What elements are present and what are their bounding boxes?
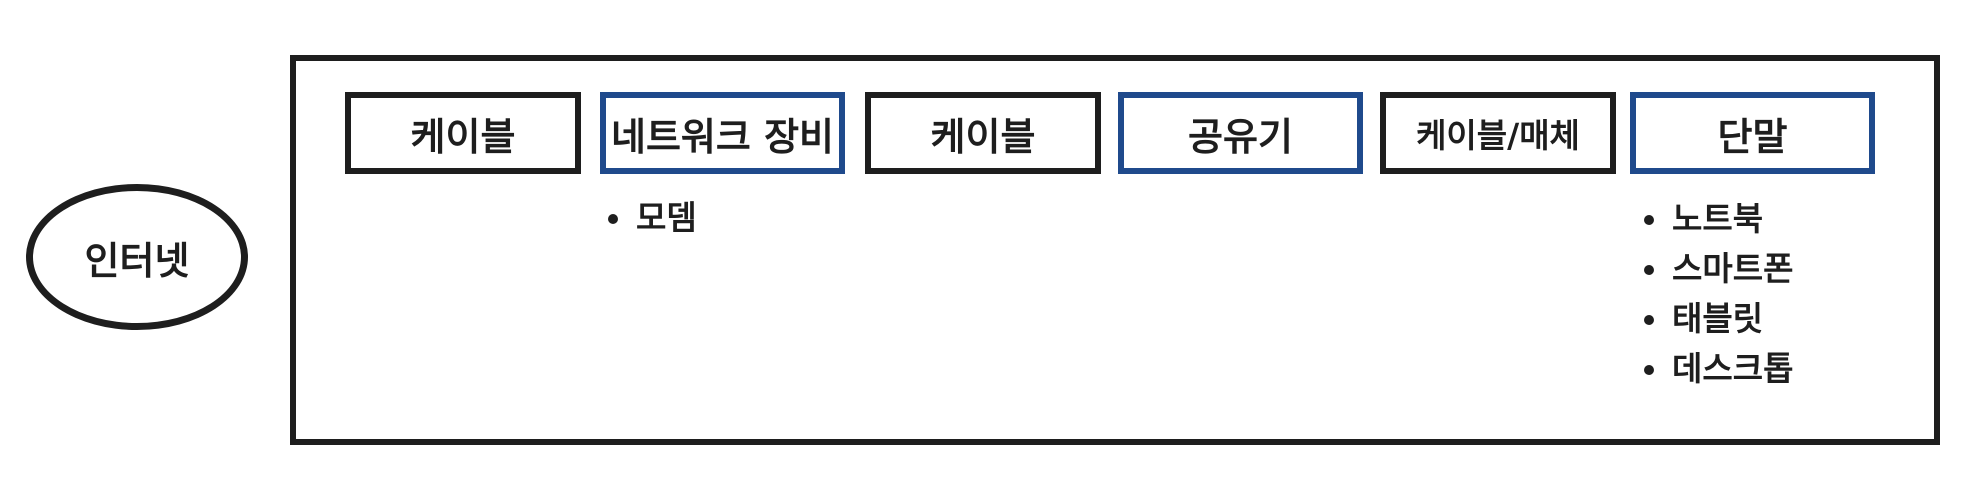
node-label: 케이블 bbox=[930, 114, 1036, 159]
node-label: 케이블/매체 bbox=[1416, 116, 1580, 155]
network-path-container bbox=[290, 55, 1940, 445]
node-cable-2: 케이블 bbox=[865, 92, 1101, 174]
node-router: 공유기 bbox=[1118, 92, 1363, 174]
node-network-equipment: 네트워크 장비 bbox=[600, 92, 845, 174]
node-label: 공유기 bbox=[1188, 114, 1293, 159]
node-label: 네트워크 장비 bbox=[611, 114, 834, 159]
node-cable-media: 케이블/매체 bbox=[1380, 92, 1616, 174]
list-item: 모뎀 bbox=[608, 193, 697, 243]
list-item: 데스크톱 bbox=[1644, 344, 1793, 394]
list-item: 노트북 bbox=[1644, 194, 1793, 244]
list-item: 태블릿 bbox=[1644, 294, 1793, 344]
internet-label: 인터넷 bbox=[84, 238, 190, 283]
node-label: 케이블 bbox=[410, 114, 516, 159]
node-cable-1: 케이블 bbox=[345, 92, 581, 174]
network-equipment-list: 모뎀 bbox=[608, 193, 697, 243]
terminal-list: 노트북 스마트폰 태블릿 데스크톱 bbox=[1644, 194, 1793, 394]
node-label: 단말 bbox=[1717, 114, 1788, 159]
internet-ellipse: 인터넷 bbox=[26, 184, 248, 330]
node-terminal: 단말 bbox=[1630, 92, 1875, 174]
list-item: 스마트폰 bbox=[1644, 244, 1793, 294]
